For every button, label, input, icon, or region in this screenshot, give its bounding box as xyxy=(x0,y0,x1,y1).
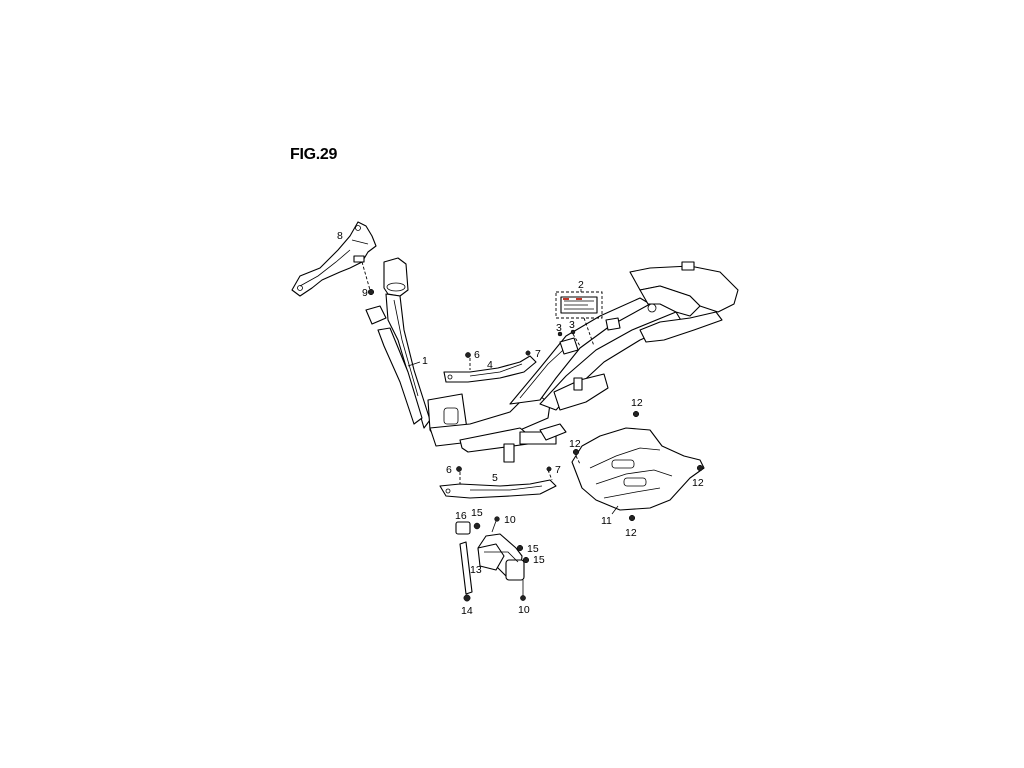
clip-7-upper xyxy=(525,350,531,356)
callout-handle-bracket: 8 xyxy=(337,230,343,242)
bushing-16-part xyxy=(455,521,471,535)
bracket-bolt-part xyxy=(361,261,375,296)
callout-frame: 1 xyxy=(422,355,428,367)
callout-upper-cover: 4 xyxy=(487,359,493,371)
main-frame-part xyxy=(365,257,739,463)
engine-hanger-part xyxy=(477,533,525,581)
washer-15-low xyxy=(522,556,530,564)
callout-nut-12-right: 12 xyxy=(692,477,704,489)
nut-12-bottom xyxy=(628,514,636,522)
callout-engine-hanger: 13 xyxy=(470,564,482,576)
callout-bolt-10-bottom: 10 xyxy=(518,604,530,616)
callout-bolt-6-upper: 6 xyxy=(474,349,480,361)
pivot-shaft-part xyxy=(459,541,473,602)
callout-under-cover: 11 xyxy=(601,515,612,527)
callout-nut-12-bottom: 12 xyxy=(625,527,637,539)
lower-cover-part xyxy=(439,469,557,499)
figure-title: FIG.29 xyxy=(290,146,338,163)
callout-nut-12-left: 12 xyxy=(569,438,581,450)
callout-clip-7-upper: 7 xyxy=(535,348,541,360)
callout-screw-a: 3 xyxy=(556,322,562,334)
label-sticker-part xyxy=(555,289,603,347)
bolt-10-top-part xyxy=(491,516,500,533)
washer-15-mid xyxy=(516,544,524,552)
sticker-screws xyxy=(557,329,581,347)
callout-bushing: 16 xyxy=(455,510,467,522)
nut-12-left xyxy=(572,448,580,456)
callout-washer-15-top: 15 xyxy=(471,507,483,519)
clip-7-lower xyxy=(546,466,552,472)
nut-12-top xyxy=(632,410,640,418)
callout-bolt-6-lower: 6 xyxy=(446,464,452,476)
callout-pivot-shaft: 14 xyxy=(461,605,473,617)
callout-washer-15-mid: 15 xyxy=(527,543,539,555)
callout-washer-15-low: 15 xyxy=(533,554,545,566)
bolt-10-bottom-part xyxy=(520,580,526,601)
callout-label-sticker: 2 xyxy=(578,279,584,291)
nut-12-right xyxy=(696,464,704,472)
upper-cover-part xyxy=(443,353,537,383)
callout-clip-7-lower: 7 xyxy=(555,464,561,476)
callout-bolt-10-top: 10 xyxy=(504,514,516,526)
callout-screw-b: 3 xyxy=(569,319,575,331)
bolt-6-upper xyxy=(465,352,471,358)
callout-bracket-bolt: 9 xyxy=(362,287,368,299)
washer-15-top xyxy=(473,522,481,530)
callout-nut-12-top: 12 xyxy=(631,397,643,409)
under-cover-part xyxy=(571,427,705,515)
callout-lower-cover: 5 xyxy=(492,472,498,484)
bolt-6-lower xyxy=(456,466,462,472)
handle-bracket-part xyxy=(291,221,377,297)
